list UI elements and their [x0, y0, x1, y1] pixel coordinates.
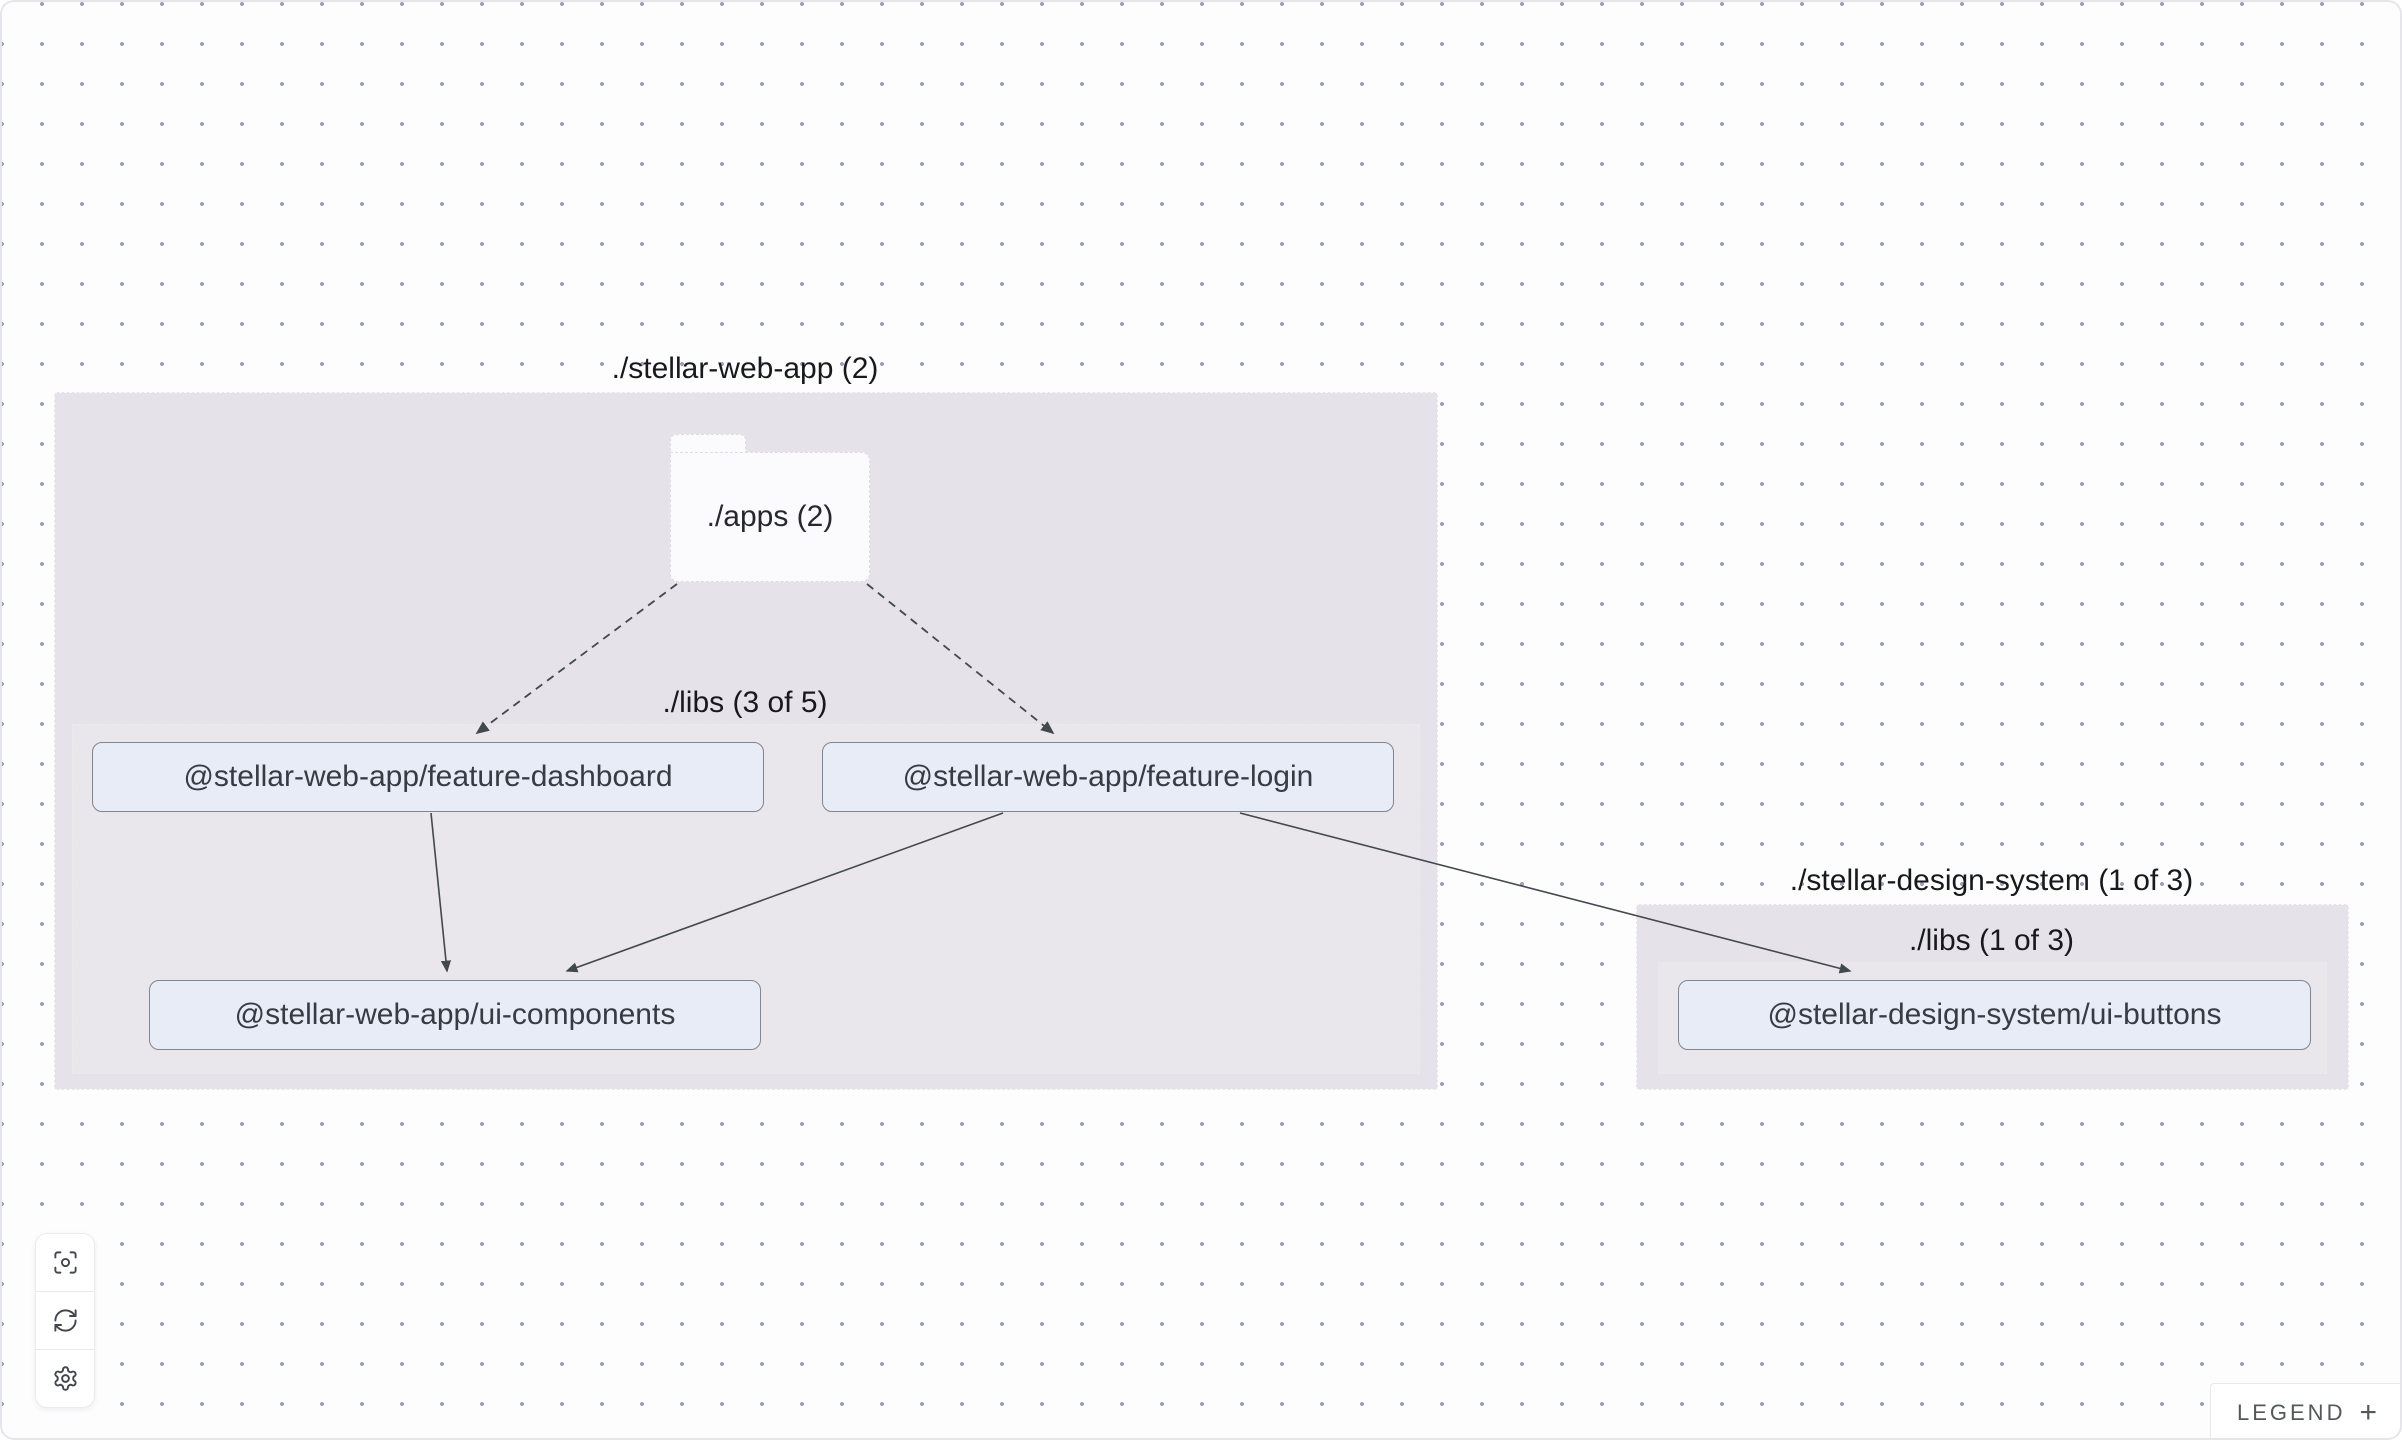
subgroup-label-web-app-libs: ./libs (3 of 5) [662, 686, 828, 719]
settings-button[interactable] [36, 1349, 94, 1407]
plus-icon: + [2359, 1395, 2377, 1429]
folder-label: ./apps (2) [670, 452, 870, 582]
settings-icon [53, 1366, 77, 1391]
folder-node-apps[interactable]: ./apps (2) [670, 434, 870, 582]
canvas-toolbar [35, 1233, 95, 1408]
node-feature-login[interactable]: @stellar-web-app/feature-login [822, 742, 1394, 812]
node-ui-components[interactable]: @stellar-web-app/ui-components [149, 980, 761, 1050]
focus-icon [53, 1251, 77, 1274]
focus-button[interactable] [36, 1234, 94, 1291]
legend-toggle[interactable]: LEGEND + [2210, 1383, 2402, 1440]
refresh-button[interactable] [36, 1291, 94, 1349]
legend-label: LEGEND [2236, 1399, 2346, 1425]
node-feature-dashboard[interactable]: @stellar-web-app/feature-dashboard [92, 742, 764, 812]
refresh-icon [53, 1309, 77, 1332]
group-title-stellar-design-system: ./stellar-design-system (1 of 3) [1789, 864, 2194, 897]
node-ui-buttons[interactable]: @stellar-design-system/ui-buttons [1678, 980, 2311, 1050]
subgroup-label-design-system-libs: ./libs (1 of 3) [1908, 924, 2075, 957]
group-title-stellar-web-app: ./stellar-web-app (2) [611, 352, 879, 385]
